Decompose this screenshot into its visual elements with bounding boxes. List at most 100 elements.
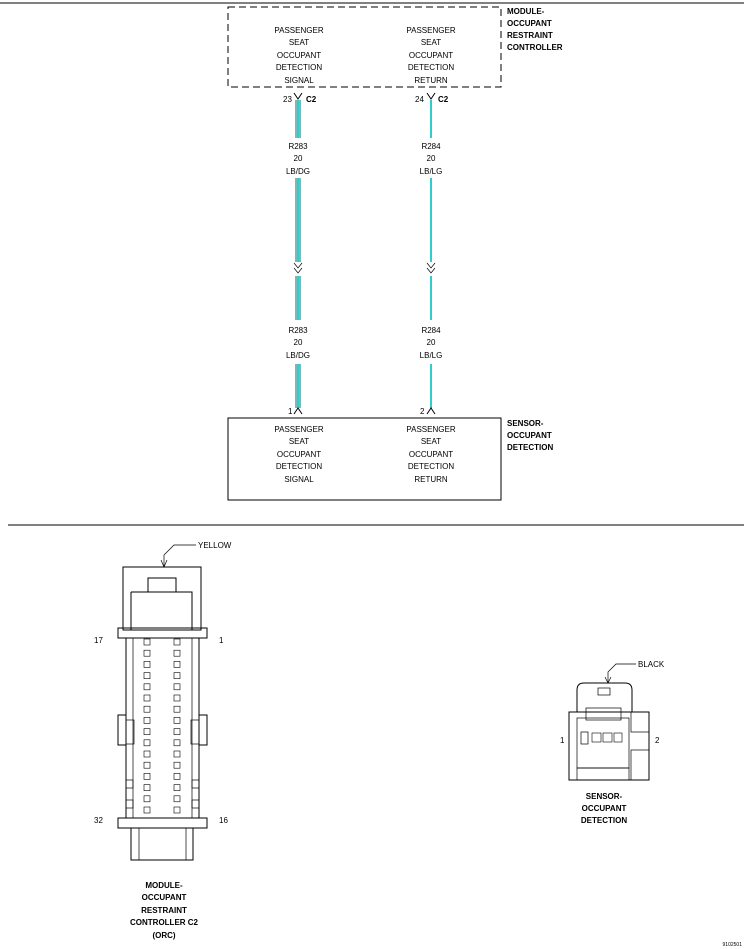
wire-right-lower-gauge: 20 (427, 338, 436, 347)
module-right-function: PASSENGER SEAT OCCUPANT DETECTION RETURN (406, 26, 455, 85)
module-title-line-2: OCCUPANT (507, 19, 552, 28)
module-right-func-4: DETECTION (408, 63, 454, 72)
orc-cavity (143, 750, 151, 758)
orc-pin-32: 32 (94, 816, 103, 825)
orc-cavity (173, 705, 181, 713)
sensor-box (227, 417, 502, 501)
module-left-func-2: SEAT (289, 38, 309, 47)
wire-right-lower-circuit: R284 (421, 326, 441, 335)
orc-connector-drawing: YELLOW 17 1 32 16 MODULE- OCCUP (94, 541, 232, 940)
wire-left-upper-circuit: R283 (288, 142, 308, 151)
sensor-connector-drawing: BLACK 1 2 SENSOR- OCCUPANT DETECTION (560, 660, 665, 825)
orc-cavity (143, 638, 151, 646)
orc-cavity (143, 705, 151, 713)
module-right-func-5: RETURN (414, 76, 448, 85)
orc-cavity (173, 773, 181, 780)
orc-cavity (143, 806, 151, 814)
wire-label-right-lower: R284 20 LB/LG (420, 326, 443, 360)
sensor-left-func-3: OCCUPANT (277, 450, 321, 459)
module-left-func-5: SIGNAL (284, 76, 314, 85)
module-title-line-3: RESTRAINT (507, 31, 553, 40)
orc-cavity (143, 728, 151, 735)
inline-connector-right-icon (426, 262, 436, 274)
orc-cavity (143, 761, 151, 769)
figure-id: 9102501 (723, 942, 743, 948)
wire-right-upper-gauge: 20 (427, 154, 436, 163)
module-connector-left: C2 (306, 95, 317, 104)
module-left-func-1: PASSENGER (274, 26, 323, 35)
orc-caption-line-4: CONTROLLER C2 (130, 918, 199, 927)
orc-pin-cavities (143, 638, 181, 814)
module-pin-right: 24 (415, 95, 424, 104)
sensor-connector-pin-2: 2 (655, 736, 660, 745)
orc-cavity (173, 739, 181, 747)
orc-cavity (173, 806, 181, 814)
module-title-line-1: MODULE- (507, 7, 545, 16)
black-leader-line (607, 663, 636, 683)
orc-cavity (173, 672, 181, 679)
orc-cavity (143, 649, 151, 657)
orc-cavity (143, 694, 151, 702)
module-left-func-3: OCCUPANT (277, 51, 321, 60)
orc-cavity (173, 694, 181, 702)
orc-cavity (173, 728, 181, 735)
orc-cavity (143, 683, 151, 691)
orc-cavity (173, 750, 181, 758)
sensor-left-func-1: PASSENGER (274, 425, 323, 434)
orc-caption-line-5: (ORC) (152, 931, 175, 940)
orc-caption: MODULE- OCCUPANT RESTRAINT CONTROLLER C2… (130, 881, 199, 940)
module-terminal-left-icon (293, 92, 303, 100)
orc-cavity (143, 672, 151, 679)
orc-cavity (173, 649, 181, 657)
sensor-cavity-3 (613, 732, 623, 743)
orc-pin-16: 16 (219, 816, 228, 825)
sensor-right-func-5: RETURN (414, 475, 448, 484)
wire-left-lower-color: LB/DG (286, 351, 310, 360)
sensor-right-function: PASSENGER SEAT OCCUPANT DETECTION RETURN (406, 425, 455, 484)
orc-cavity (173, 661, 181, 668)
wire-label-left-upper: R283 20 LB/DG (286, 142, 310, 176)
sensor-right-func-4: DETECTION (408, 462, 454, 471)
orc-cavity (173, 795, 181, 803)
orc-caption-line-2: OCCUPANT (142, 893, 187, 902)
module-right-func-1: PASSENGER (406, 26, 455, 35)
wire-label-right-upper: R284 20 LB/LG (420, 142, 443, 176)
sensor-terminal-right-icon (426, 407, 436, 415)
orc-cavity (143, 784, 151, 791)
wire-right-upper-circuit: R284 (421, 142, 441, 151)
sensor-pin-right: 2 (420, 407, 425, 416)
wire-left-lower-gauge: 20 (294, 338, 303, 347)
orc-cavity (143, 717, 151, 724)
wire-left-upper-gauge: 20 (294, 154, 303, 163)
orc-pin-17: 17 (94, 636, 103, 645)
sensor-title-line-1: SENSOR- (507, 419, 544, 428)
module-terminal-right-icon (426, 92, 436, 100)
sensor-left-func-2: SEAT (289, 437, 309, 446)
sensor-title-line-2: OCCUPANT (507, 431, 552, 440)
sensor-right-func-2: SEAT (421, 437, 441, 446)
orc-cavity (173, 761, 181, 769)
module-connector-right: C2 (438, 95, 449, 104)
orc-cavity (173, 717, 181, 724)
module-right-func-3: OCCUPANT (409, 51, 453, 60)
inline-connector-left-icon (293, 262, 303, 274)
orc-caption-line-1: MODULE- (145, 881, 183, 890)
wire-right-lower-color: LB/LG (420, 351, 443, 360)
sensor-title: SENSOR- OCCUPANT DETECTION (507, 419, 553, 452)
orc-cavity (143, 773, 151, 780)
sensor-left-func-5: SIGNAL (284, 475, 314, 484)
orc-cavity (173, 638, 181, 646)
module-left-function: PASSENGER SEAT OCCUPANT DETECTION SIGNAL (274, 26, 323, 85)
wire-label-left-lower: R283 20 LB/DG (286, 326, 310, 360)
orc-cavity (143, 739, 151, 747)
sensor-connector-color-label: BLACK (638, 660, 665, 669)
sensor-left-func-4: DETECTION (276, 462, 322, 471)
module-title: MODULE- OCCUPANT RESTRAINT CONTROLLER (507, 7, 563, 52)
orc-cavity (143, 661, 151, 668)
yellow-leader-line (163, 544, 196, 567)
module-box (227, 6, 502, 88)
orc-cavity (143, 795, 151, 803)
sensor-caption-line-3: DETECTION (581, 816, 627, 825)
module-left-func-4: DETECTION (276, 63, 322, 72)
